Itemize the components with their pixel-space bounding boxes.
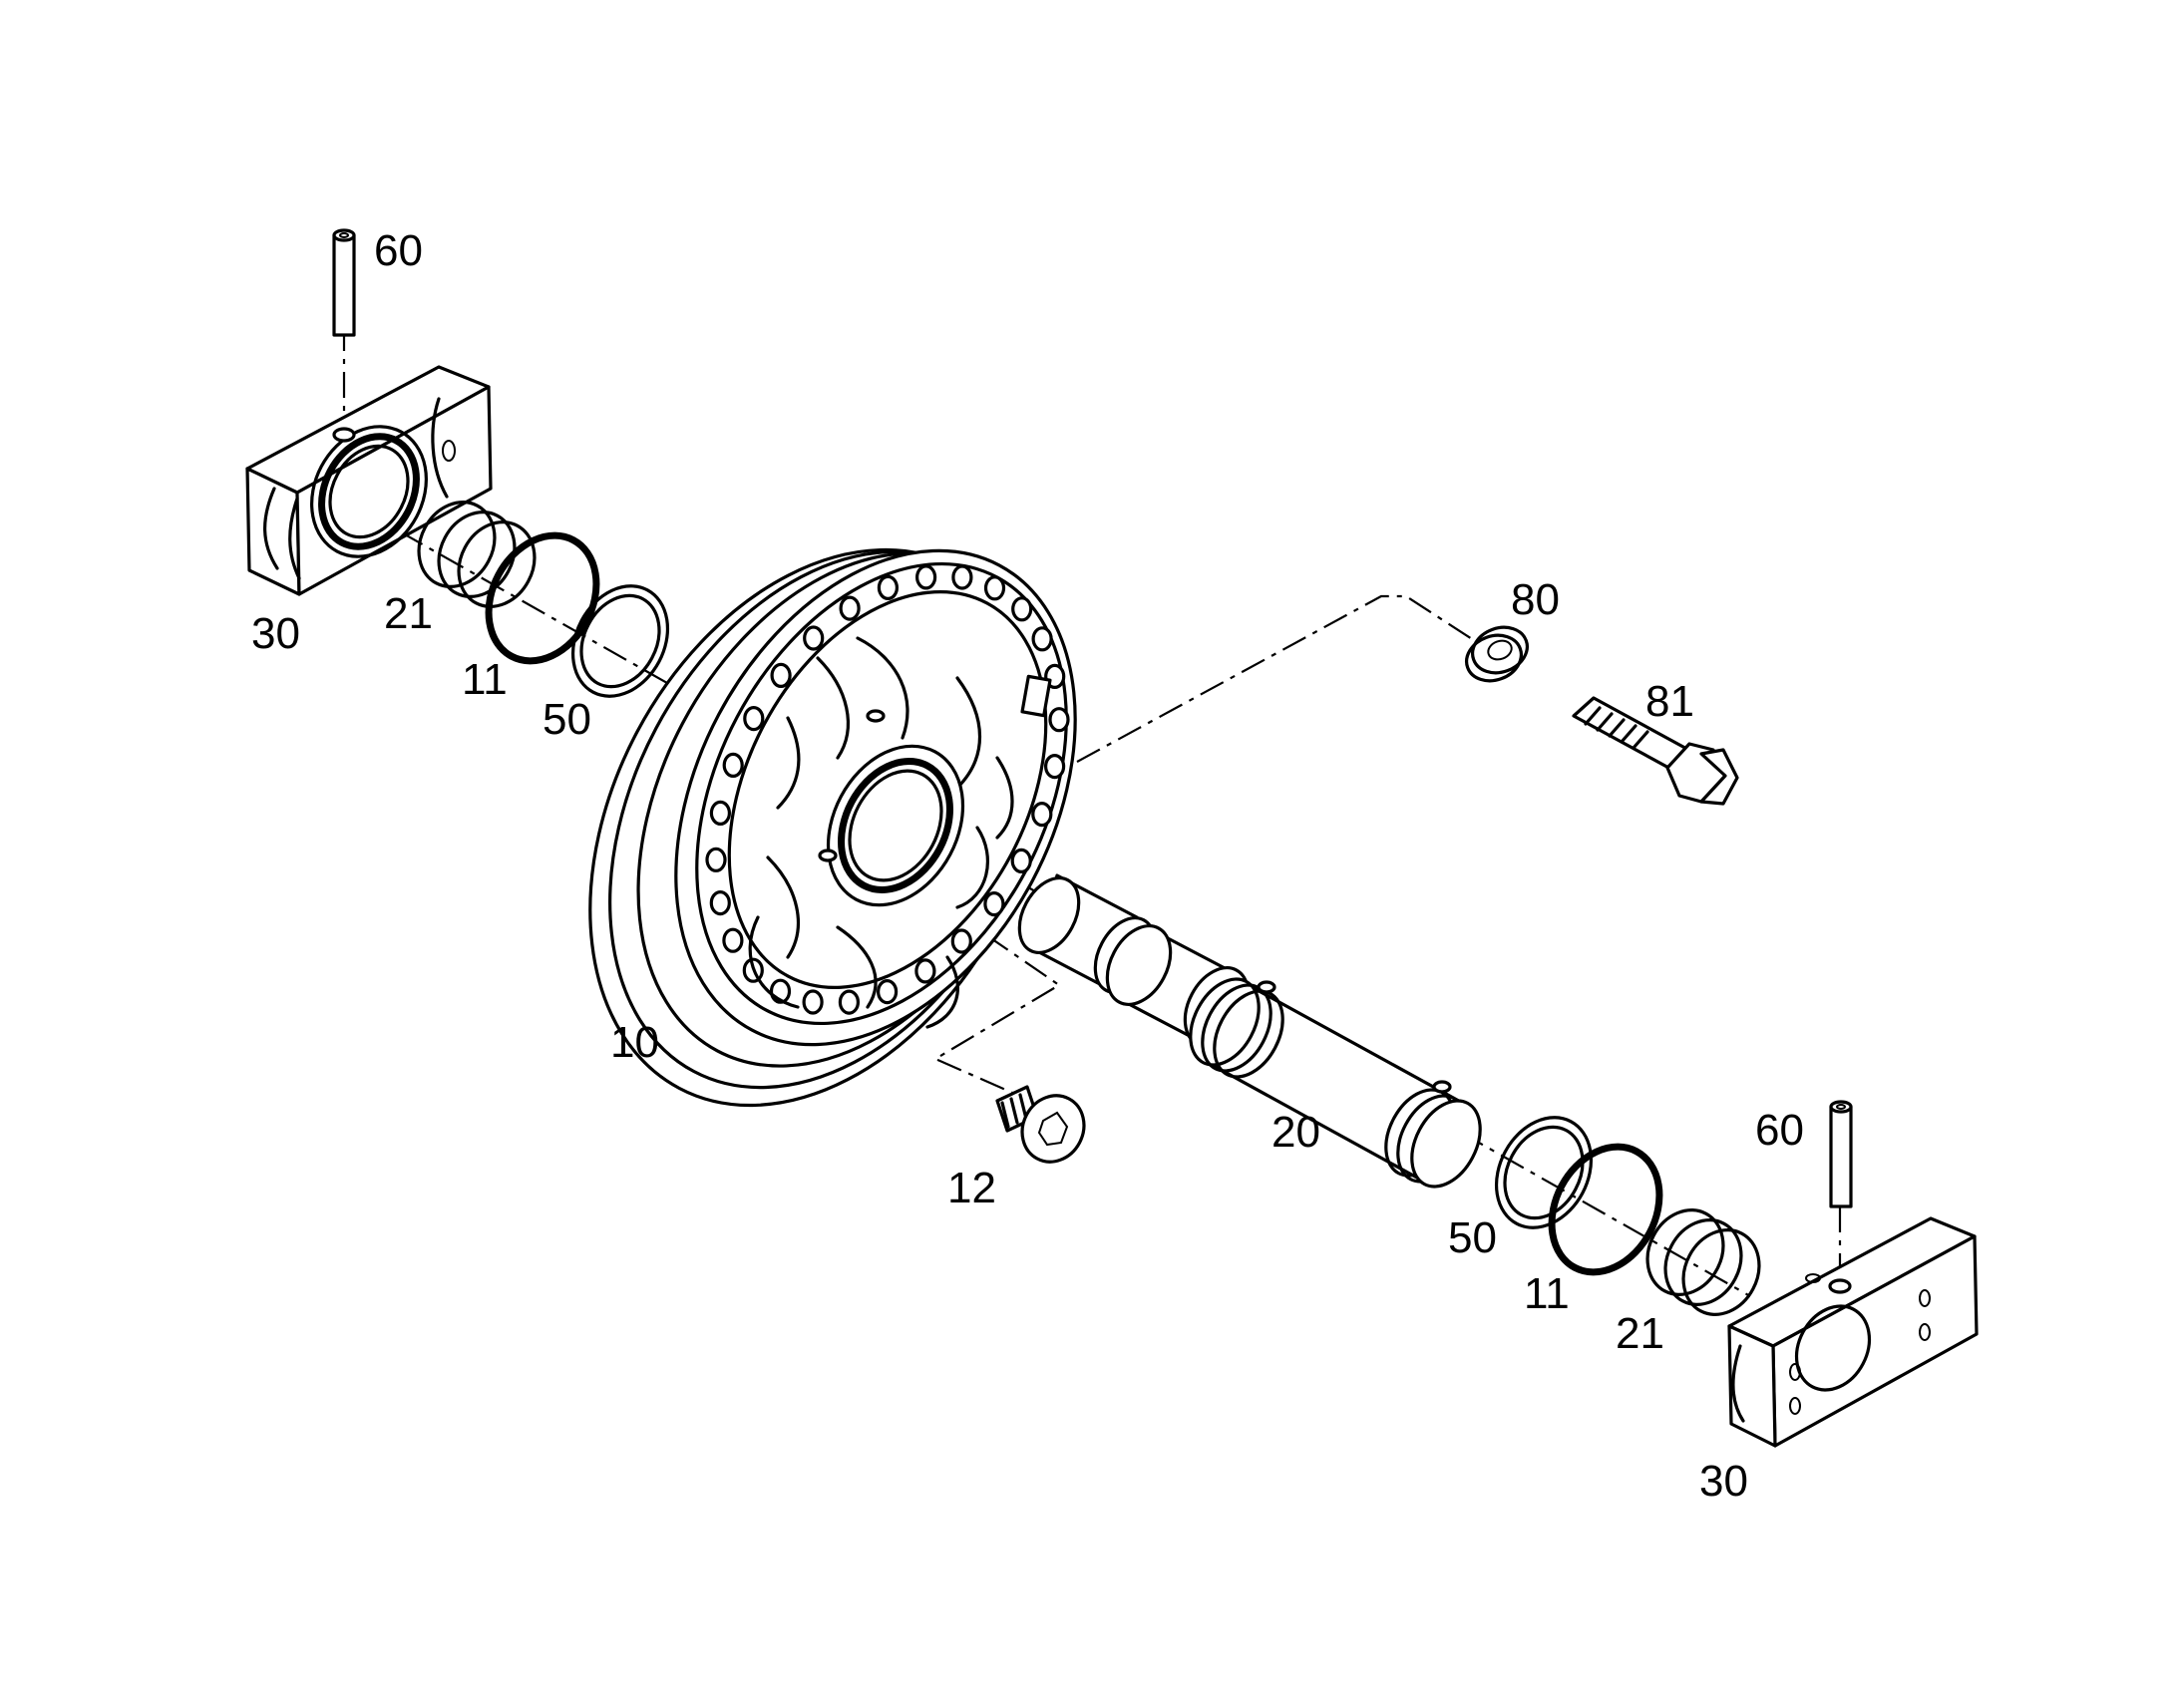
wheel-bolt: [803, 625, 825, 651]
label-80: 80: [1511, 575, 1560, 624]
label-11-right: 11: [1524, 1269, 1570, 1318]
wheel-bolt: [1043, 753, 1066, 780]
label-60-top: 60: [374, 226, 423, 275]
washer-50-right: [1494, 1116, 1594, 1229]
label-12: 12: [947, 1164, 996, 1212]
o-ring-11-right: [1548, 1143, 1663, 1276]
wheel-bolt: [770, 662, 792, 689]
label-60-right: 60: [1755, 1106, 1804, 1155]
label-10: 10: [610, 1018, 659, 1067]
label-21-left: 21: [384, 589, 433, 638]
wheel-bolt: [709, 800, 732, 827]
hex-bolt-81: [1572, 696, 1739, 806]
ring-21-left: [417, 501, 537, 608]
wheel-bolt: [743, 705, 765, 732]
wheel-bolt: [876, 978, 899, 1005]
label-21-right: 21: [1616, 1309, 1664, 1358]
wheel-bolt: [951, 564, 973, 590]
wheel-bolt: [722, 927, 744, 953]
bracket-30-right: [1727, 1216, 1979, 1448]
wheel-bolt: [839, 595, 861, 621]
wheel-bolt: [983, 890, 1005, 917]
label-81: 81: [1645, 677, 1694, 726]
plug-screw-12: [995, 1085, 1086, 1164]
wheel-bolt: [983, 575, 1006, 601]
washer-50-left: [570, 584, 670, 698]
shaft-20: [1189, 977, 1482, 1189]
label-30-left: 30: [251, 609, 300, 658]
wheel-bolt: [1010, 848, 1032, 874]
callout-labels: 60 30 21 11 50 10 12 80 81 20 50 11 21 6…: [251, 226, 1804, 1506]
bracket-30-left: [245, 365, 493, 596]
centerlines: [342, 231, 1842, 1297]
wheel-bolt: [1011, 596, 1033, 622]
wheel-bolt: [802, 989, 824, 1015]
idler-wheel-10: [588, 547, 1077, 1108]
label-50-left: 50: [543, 695, 591, 744]
ring-21-right: [1645, 1208, 1761, 1316]
label-50-right: 50: [1448, 1213, 1497, 1262]
pin-60-right: [1829, 1100, 1853, 1208]
label-20: 20: [1272, 1108, 1320, 1157]
wheel-bolt-circle: [705, 564, 1070, 1015]
o-ring-11-left: [485, 531, 600, 665]
wheel-bolt: [722, 752, 744, 779]
wheel-bolt: [705, 847, 727, 872]
wheel-bolt: [1031, 801, 1053, 828]
wheel-bolt: [709, 889, 731, 916]
wheel-bolt: [877, 574, 900, 601]
wheel-bolt: [914, 958, 936, 984]
wheel-bolt: [1048, 707, 1070, 733]
pin-60-top: [332, 228, 356, 337]
wheel-bolt: [950, 928, 972, 954]
label-30-right: 30: [1699, 1457, 1748, 1506]
washer-80: [1465, 625, 1529, 683]
wheel-bolt: [838, 989, 861, 1015]
wheel-bolt: [914, 564, 937, 590]
label-11-left: 11: [462, 655, 508, 704]
wheel-bolt: [1031, 626, 1053, 652]
